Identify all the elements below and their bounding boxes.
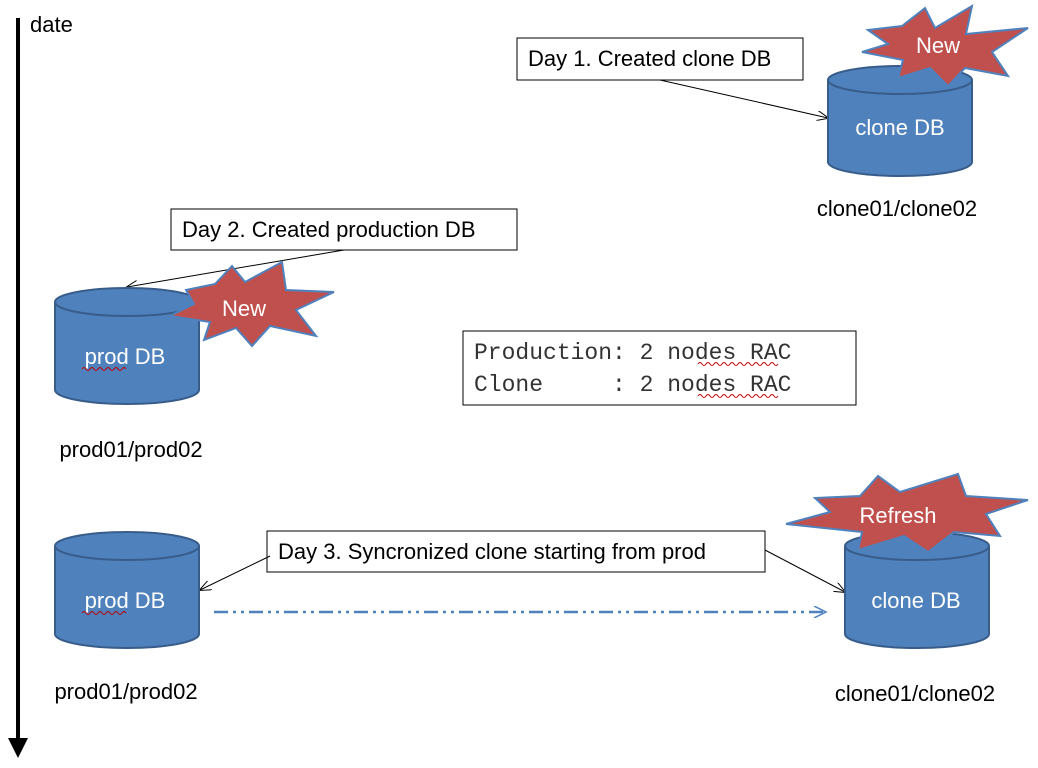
- day1-db-label: clone DB: [855, 115, 944, 140]
- day3-spellcheck-squiggle: [81, 611, 127, 615]
- day2-spellcheck-squiggle: [81, 367, 127, 371]
- day3-refresh-burst: Refresh: [785, 472, 1029, 554]
- day1-callout-box: [516, 37, 804, 81]
- day2-db-label: prod DB: [85, 344, 166, 369]
- day3-connector-right: [764, 549, 845, 592]
- rac-info-frame: [462, 330, 857, 406]
- day3-target-host-label: clone01/clone02: [835, 681, 995, 706]
- rac-info-line1: Production: 2 nodes RAC: [474, 340, 791, 366]
- day1-new-burst: New: [861, 3, 1029, 88]
- day3-callout-text: Day 3. Syncronized clone starting from p…: [278, 539, 706, 564]
- day2-callout-connector: [127, 249, 345, 287]
- timeline-axis: date: [8, 12, 73, 758]
- day2-callout-text: Day 2. Created production DB: [182, 217, 476, 242]
- day1-group: Day 1. Created clone DB clone DB New clo…: [516, 3, 1029, 221]
- day3-refresh-badge-text: Refresh: [859, 503, 936, 528]
- rac-info-line2: Clone : 2 nodes RAC: [474, 372, 791, 398]
- day1-callout-connector: [659, 79, 828, 118]
- day3-group: Day 3. Syncronized clone starting from p…: [54, 472, 1029, 706]
- day3-source-host-label: prod01/prod02: [54, 679, 197, 704]
- rac-info-squiggle-1: [697, 362, 779, 366]
- timeline-label: date: [30, 12, 73, 37]
- day3-connector-left: [200, 555, 271, 590]
- rac-info-box: Production: 2 nodes RAC Clone : 2 nodes …: [462, 330, 857, 406]
- day3-prod-db-cylinder: prod DB: [54, 531, 200, 649]
- day2-callout-box: [170, 208, 518, 251]
- day1-host-label: clone01/clone02: [817, 196, 977, 221]
- day3-callout-box: [266, 530, 766, 573]
- day1-callout-text: Day 1. Created clone DB: [528, 46, 771, 71]
- day2-new-burst: New: [166, 260, 335, 348]
- day1-new-badge-text: New: [916, 33, 960, 58]
- day2-new-badge-text: New: [222, 296, 266, 321]
- day2-prod-db-cylinder: prod DB: [54, 287, 200, 405]
- rac-info-squiggle-2: [697, 394, 779, 398]
- day3-target-db-label: clone DB: [871, 588, 960, 613]
- timeline-arrow-head: [8, 738, 28, 758]
- day3-source-db-label: prod DB: [85, 588, 166, 613]
- day3-clone-db-cylinder: clone DB: [844, 531, 990, 649]
- day2-host-label: prod01/prod02: [59, 437, 202, 462]
- day2-group: Day 2. Created production DB prod DB New…: [54, 208, 518, 462]
